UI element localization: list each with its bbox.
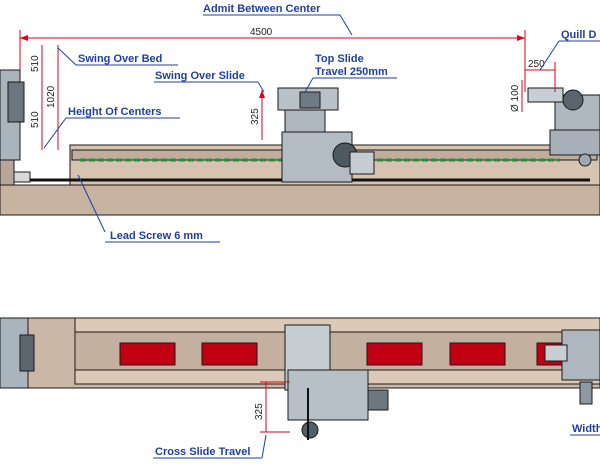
dim-quill-diameter-text: Ø 100 bbox=[510, 84, 521, 112]
tool-post bbox=[299, 91, 321, 109]
dim-quill-travel-text: 250 bbox=[528, 59, 545, 70]
chip-guard-1 bbox=[119, 342, 176, 366]
lead-screw-text: Lead Screw 6 mm bbox=[110, 230, 203, 242]
label-lead-screw: Lead Screw 6 mm bbox=[77, 174, 220, 243]
dim-length-between-centers: 4500 bbox=[19, 27, 526, 92]
plan-apron-handwheel bbox=[301, 421, 319, 439]
label-width: Width bbox=[570, 423, 600, 436]
width-text: Width bbox=[572, 423, 600, 435]
cross-slide-travel-text: Cross Slide Travel bbox=[155, 446, 250, 458]
admit-between-center-text: Admit Between Center bbox=[203, 3, 321, 15]
dim-4500-text: 4500 bbox=[250, 27, 273, 38]
dim-cross-slide-text: 325 bbox=[254, 403, 265, 420]
height-of-centers-text: Height Of Centers bbox=[68, 106, 162, 118]
plan-tailstock bbox=[561, 329, 600, 381]
side-elevation-view: 4500 510 1020 510 325 250 Ø 100 Admit Be… bbox=[0, 3, 600, 243]
dim-swing-over-slide: 325 bbox=[250, 90, 265, 140]
dim-cross-slide: 325 bbox=[254, 381, 290, 433]
headstock-base bbox=[0, 159, 15, 186]
label-admit-between-center: Admit Between Center bbox=[203, 3, 353, 36]
top-slide bbox=[284, 109, 326, 133]
dim-quill: 250 Ø 100 bbox=[510, 59, 556, 112]
label-swing-over-slide: Swing Over Slide bbox=[154, 70, 265, 93]
plan-apron-motor bbox=[367, 389, 389, 411]
plan-bed-way-left bbox=[74, 317, 600, 333]
quill-text: Quill D bbox=[561, 29, 597, 41]
plan-chuck bbox=[19, 334, 35, 372]
apron-motor bbox=[349, 151, 375, 175]
plan-tailstock-quill bbox=[544, 344, 568, 362]
dim-swing-total-text: 1020 bbox=[46, 85, 57, 108]
tailstock-handwheel bbox=[562, 89, 584, 111]
chip-guard-2 bbox=[201, 342, 258, 366]
swing-over-bed-text: Swing Over Bed bbox=[78, 53, 162, 65]
label-swing-over-bed: Swing Over Bed bbox=[57, 47, 178, 66]
top-slide-line2-text: Travel 250mm bbox=[315, 66, 388, 78]
tailstock-lever bbox=[578, 153, 592, 167]
tailstock-base bbox=[549, 129, 600, 156]
plan-apron bbox=[287, 369, 369, 421]
chip-guard-3 bbox=[366, 342, 423, 366]
dim-swing-group: 510 1020 510 bbox=[30, 45, 59, 150]
plan-tailstock-lever bbox=[579, 381, 593, 405]
top-slide-line1-text: Top Slide bbox=[315, 53, 364, 65]
headstock-chuck bbox=[7, 81, 25, 123]
label-top-slide: Top Slide Travel 250mm bbox=[304, 53, 397, 93]
swing-over-slide-text: Swing Over Slide bbox=[155, 70, 245, 82]
dim-swing-upper-text: 510 bbox=[30, 55, 41, 72]
label-quill: Quill D bbox=[539, 29, 600, 71]
dim-swing-over-slide-text: 325 bbox=[250, 108, 261, 125]
chip-guard-4 bbox=[449, 342, 506, 366]
plan-view: 325 Cross Slide Travel Width bbox=[0, 317, 600, 459]
tailstock-quill bbox=[527, 87, 564, 103]
label-cross-slide-travel: Cross Slide Travel bbox=[153, 434, 267, 459]
dim-swing-lower-text: 510 bbox=[30, 111, 41, 128]
label-height-of-centers: Height Of Centers bbox=[43, 106, 180, 149]
